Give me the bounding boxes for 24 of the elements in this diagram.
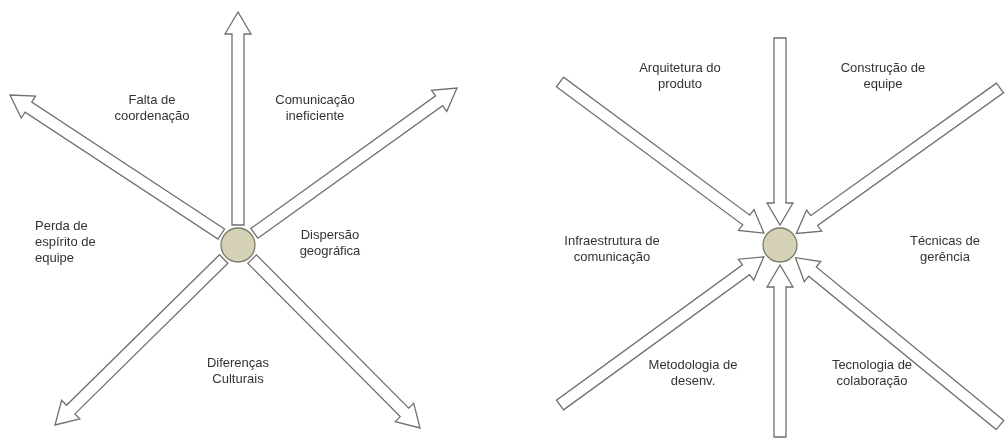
block-arrow xyxy=(249,87,458,240)
factor-label: Construção de equipe xyxy=(839,60,927,92)
block-arrow xyxy=(9,94,226,240)
factor-label: Técnicas de gerência xyxy=(908,233,982,265)
block-arrow xyxy=(765,264,795,438)
center-circle xyxy=(762,227,798,263)
factor-label: Comunicação ineficiente xyxy=(274,92,356,124)
center-circle xyxy=(220,227,256,263)
block-arrow xyxy=(223,11,253,226)
factor-label: Infraestrutura de comunicação xyxy=(563,233,661,265)
factor-label: Metodologia de desenv. xyxy=(647,357,739,389)
block-arrow xyxy=(555,256,765,411)
block-arrow xyxy=(54,253,229,426)
block-arrow xyxy=(246,254,421,429)
factor-label: Falta de coordenação xyxy=(113,92,191,124)
block-arrow xyxy=(795,82,1005,235)
block-arrow xyxy=(555,76,765,234)
block-arrow xyxy=(794,257,1005,431)
factor-label: Dispersão geográfica xyxy=(298,227,362,259)
factor-label: Diferenças Culturais xyxy=(205,355,271,387)
block-arrow xyxy=(765,37,795,226)
factor-label: Arquitetura do produto xyxy=(638,60,722,92)
factor-label: Perda de espírito de equipe xyxy=(35,218,97,266)
factor-label: Tecnologia de colaboração xyxy=(830,357,914,389)
